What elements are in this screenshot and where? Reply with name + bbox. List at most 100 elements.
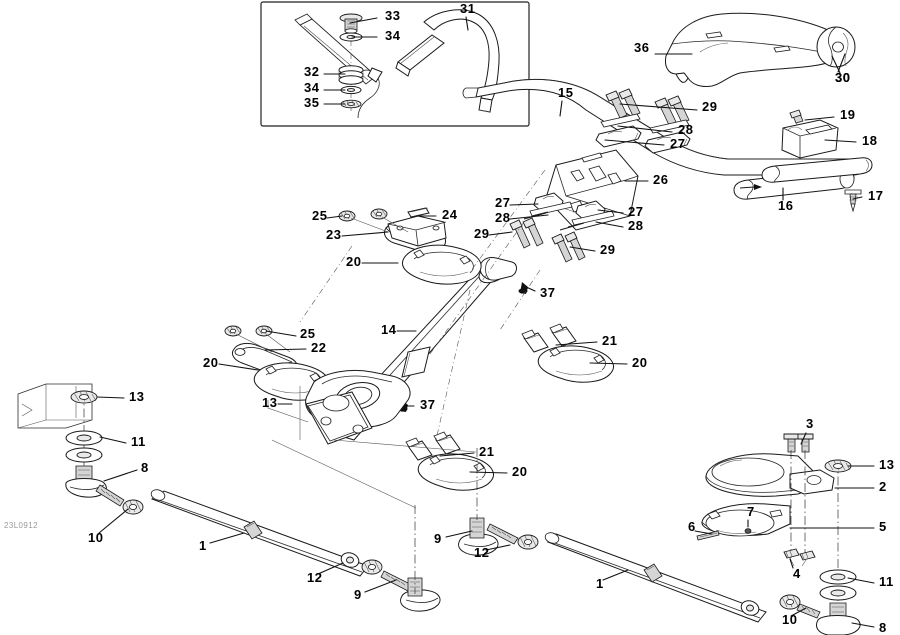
callout-label-37b: 37 (420, 397, 436, 412)
callout-label-13c: 13 (879, 457, 895, 472)
leader-line-17 (852, 196, 863, 200)
callout-label-29: 29 (702, 99, 718, 114)
part-4-nuts (783, 548, 816, 567)
callout-label-12: 12 (307, 570, 323, 585)
part-1-tie-rod-right (544, 532, 767, 623)
callout-label-25b: 25 (300, 326, 316, 341)
callout-label-9b: 9 (434, 531, 442, 546)
callout-label-13b: 13 (129, 389, 145, 404)
leader-line-20b (589, 362, 628, 365)
clamp-set-console-left (509, 192, 573, 249)
part-7-pin (744, 528, 752, 534)
flange-construction-lines (267, 386, 477, 509)
leader-line-8 (103, 469, 138, 482)
leader-line-28 (617, 125, 673, 133)
part-13-nut-right (824, 459, 852, 473)
leader-line-19 (804, 116, 835, 121)
callout-label-32: 32 (304, 64, 320, 79)
part-12-nut-mid (517, 534, 539, 550)
callout-label-11: 11 (131, 434, 146, 449)
callout-label-18: 18 (862, 133, 878, 148)
part-31-handlebar-pad (395, 9, 500, 113)
callout-label-14: 14 (381, 322, 397, 337)
callout-label-31: 31 (460, 1, 476, 16)
part-21-ball-joints-right-upper (521, 323, 577, 353)
leader-line-18 (824, 139, 857, 143)
callout-label-19: 19 (840, 107, 856, 122)
callout-label-21: 21 (602, 333, 618, 348)
part-2-upper-support (705, 453, 835, 497)
leader-line-8b (851, 622, 875, 628)
leader-line-21b (439, 452, 475, 457)
part-20-yoke-bottom (417, 453, 494, 491)
leader-line-20d (469, 471, 508, 474)
part-33-bolt (339, 13, 363, 34)
callout-label-6: 6 (688, 519, 696, 534)
part-3-bolts (783, 433, 814, 453)
part-6-clip (696, 530, 720, 541)
part-37-grease-nipple-upper (518, 282, 528, 294)
callout-label-27b: 27 (495, 195, 511, 210)
leader-line-29 (619, 103, 698, 111)
callout-label-34b: 34 (304, 80, 320, 95)
callout-label-2: 2 (879, 479, 887, 494)
leader-line-10b (790, 607, 807, 617)
callout-label-37: 37 (540, 285, 556, 300)
callout-label-5: 5 (879, 519, 887, 534)
part-10-nut-left (122, 499, 144, 515)
callout-label-20c: 20 (203, 355, 219, 370)
leader-line-33 (349, 17, 378, 24)
part-20-yoke-right (537, 345, 614, 383)
callout-label-15: 15 (558, 85, 574, 100)
callout-label-16: 16 (778, 198, 794, 213)
grip-insert-arrow (739, 186, 755, 189)
leader-line-11 (99, 436, 127, 444)
callout-label-29b: 29 (474, 226, 490, 241)
callout-label-17: 17 (868, 188, 884, 203)
leader-line-29b (488, 231, 513, 236)
callout-label-25: 25 (312, 208, 328, 223)
leader-line-4 (789, 558, 794, 569)
callout-label-20d: 20 (512, 464, 528, 479)
part-25-nuts-lower (224, 325, 291, 353)
leader-line-28c (595, 221, 624, 228)
part-19-screw (789, 109, 804, 132)
leader-line-27 (604, 139, 665, 146)
leader-line-28b (509, 214, 549, 220)
callout-label-8: 8 (141, 460, 149, 475)
callout-label-8b: 8 (879, 620, 887, 635)
callout-label-11b: 11 (879, 574, 894, 589)
part-5-lower-clamp (701, 503, 791, 537)
leader-line-29c (569, 246, 596, 252)
part-1-tie-rod-left (150, 489, 369, 577)
leader-line-20c (218, 363, 259, 371)
part-8-pivot-bolt-left (65, 465, 125, 507)
callout-label-23: 23 (326, 227, 342, 242)
callout-label-26: 26 (653, 172, 669, 187)
leader-line-27b (509, 203, 539, 206)
leader-line-12 (317, 562, 344, 575)
leader-line-31 (465, 16, 469, 31)
leader-line-6 (694, 530, 713, 535)
callout-label-33: 33 (385, 8, 401, 23)
leader-line-13b (96, 396, 125, 399)
callout-label-22: 22 (311, 340, 327, 355)
part-25-nuts-upper (338, 208, 409, 233)
callout-label-20: 20 (346, 254, 362, 269)
part-17-rivet (844, 189, 862, 213)
watermark: 23L0912 (4, 521, 38, 530)
callout-label-7: 7 (747, 504, 755, 519)
leader-line-12b (485, 544, 511, 551)
left-chassis-bracket (17, 383, 93, 429)
callout-label-13: 13 (262, 395, 278, 410)
callout-label-28b: 28 (495, 210, 511, 225)
callout-label-27c: 27 (628, 204, 644, 219)
leader-line-9 (364, 579, 397, 593)
inset-hose-tip (367, 67, 383, 83)
leader-line-9b (445, 530, 473, 538)
callout-label-10b: 10 (782, 612, 798, 627)
assembly-axes (299, 169, 546, 441)
callout-label-12b: 12 (474, 545, 490, 560)
